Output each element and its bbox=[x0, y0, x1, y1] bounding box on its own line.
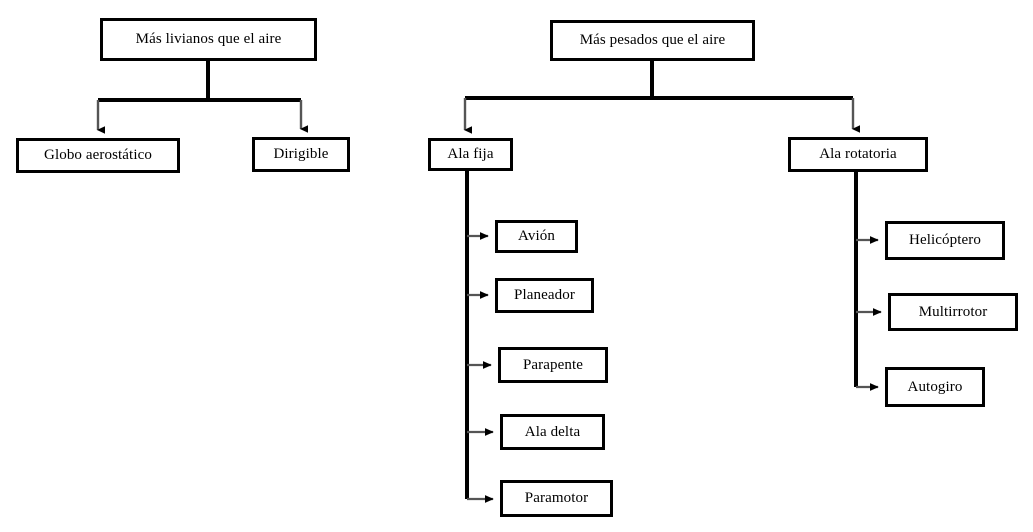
connector-group-ala-fija bbox=[465, 170, 494, 503]
node-globo-aerostatico[interactable]: Globo aerostático bbox=[16, 138, 180, 173]
node-dirigible[interactable]: Dirigible bbox=[252, 137, 350, 172]
node-planeador[interactable]: Planeador bbox=[495, 278, 594, 313]
node-ala-rotatoria[interactable]: Ala rotatoria bbox=[788, 137, 928, 172]
node-avion[interactable]: Avión bbox=[495, 220, 578, 253]
connector-group-livianos bbox=[96, 60, 308, 134]
node-multirrotor[interactable]: Multirrotor bbox=[888, 293, 1018, 331]
node-mas-pesados-que-el-aire[interactable]: Más pesados que el aire bbox=[550, 20, 755, 61]
connector-group-pesados bbox=[463, 60, 860, 134]
node-autogiro[interactable]: Autogiro bbox=[885, 367, 985, 407]
node-parapente[interactable]: Parapente bbox=[498, 347, 608, 383]
node-ala-fija[interactable]: Ala fija bbox=[428, 138, 513, 171]
node-ala-delta[interactable]: Ala delta bbox=[500, 414, 605, 450]
node-mas-livianos-que-el-aire[interactable]: Más livianos que el aire bbox=[100, 18, 317, 61]
node-paramotor[interactable]: Paramotor bbox=[500, 480, 613, 517]
node-helicoptero[interactable]: Helicóptero bbox=[885, 221, 1005, 260]
connector-group-ala-rotatoria bbox=[854, 171, 882, 391]
